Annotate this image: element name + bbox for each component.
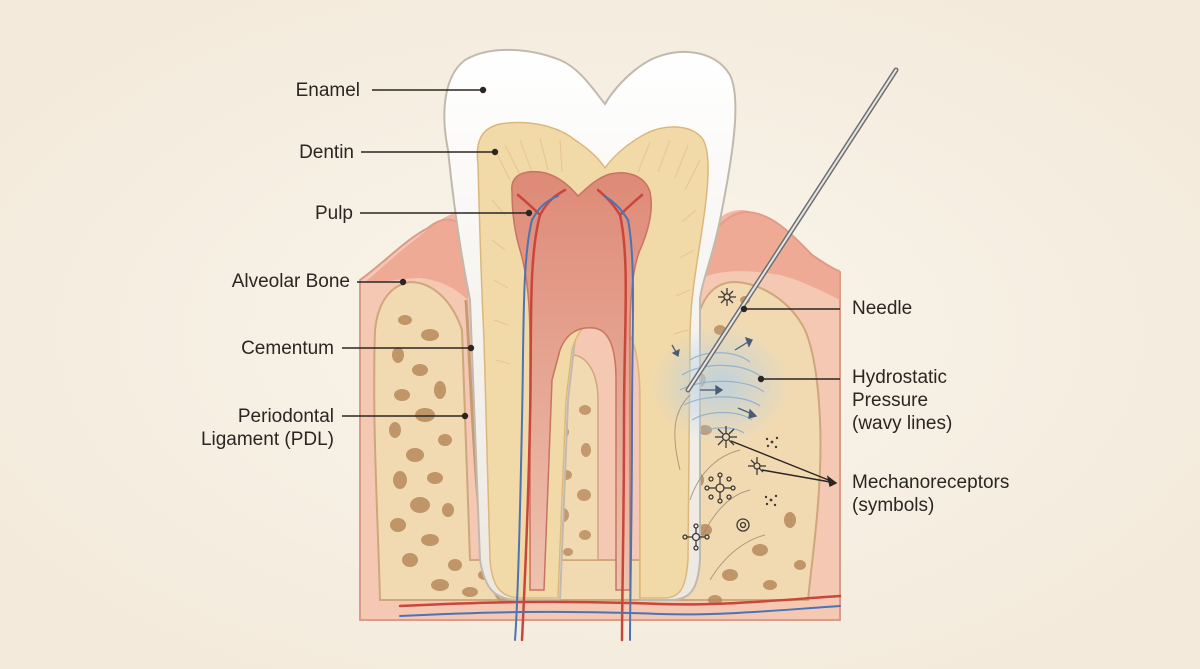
label-hydrostatic-pressure: Hydrostatic Pressure (wavy lines) bbox=[852, 366, 952, 435]
label-enamel: Enamel bbox=[296, 79, 360, 102]
gingiva-left bbox=[365, 214, 468, 300]
label-enamel-text: Enamel bbox=[295, 80, 360, 101]
dentin-tubules bbox=[491, 137, 701, 365]
label-pdl-line2: Ligament (PDL) bbox=[200, 429, 334, 450]
label-pdl-line1: Periodontal bbox=[237, 406, 334, 427]
label-pulp: Pulp bbox=[315, 202, 353, 225]
label-mech-line1: Mechanoreceptors bbox=[852, 472, 1010, 493]
gingiva-right bbox=[698, 210, 840, 300]
label-pdl: Periodontal Ligament (PDL) bbox=[201, 405, 334, 451]
pressure-wavy-lines bbox=[679, 352, 765, 434]
label-dentin: Dentin bbox=[299, 141, 354, 164]
bone-pores-left bbox=[389, 315, 492, 597]
label-needle: Needle bbox=[852, 297, 912, 320]
mechanoreceptor-symbols bbox=[682, 288, 779, 551]
needle bbox=[685, 67, 899, 393]
pressure-arrows bbox=[671, 336, 758, 419]
label-hydro-line3: (wavy lines) bbox=[852, 413, 953, 434]
label-mech-line2: (symbols) bbox=[852, 495, 935, 516]
leader-lines bbox=[342, 86, 840, 488]
label-dentin-text: Dentin bbox=[299, 142, 354, 163]
label-needle-text: Needle bbox=[852, 298, 913, 319]
label-cementum: Cementum bbox=[241, 337, 334, 360]
veins bbox=[399, 195, 841, 641]
label-hydro-line1: Hydrostatic bbox=[852, 367, 948, 388]
label-pulp-text: Pulp bbox=[314, 203, 353, 224]
label-hydro-line2: Pressure bbox=[852, 390, 929, 411]
label-alveolar-bone-text: Alveolar Bone bbox=[231, 271, 350, 292]
label-mechanoreceptors: Mechanoreceptors (symbols) bbox=[852, 471, 1009, 517]
label-alveolar-bone: Alveolar Bone bbox=[232, 270, 350, 293]
nerve-fibers bbox=[674, 394, 766, 581]
label-cementum-text: Cementum bbox=[241, 338, 334, 359]
